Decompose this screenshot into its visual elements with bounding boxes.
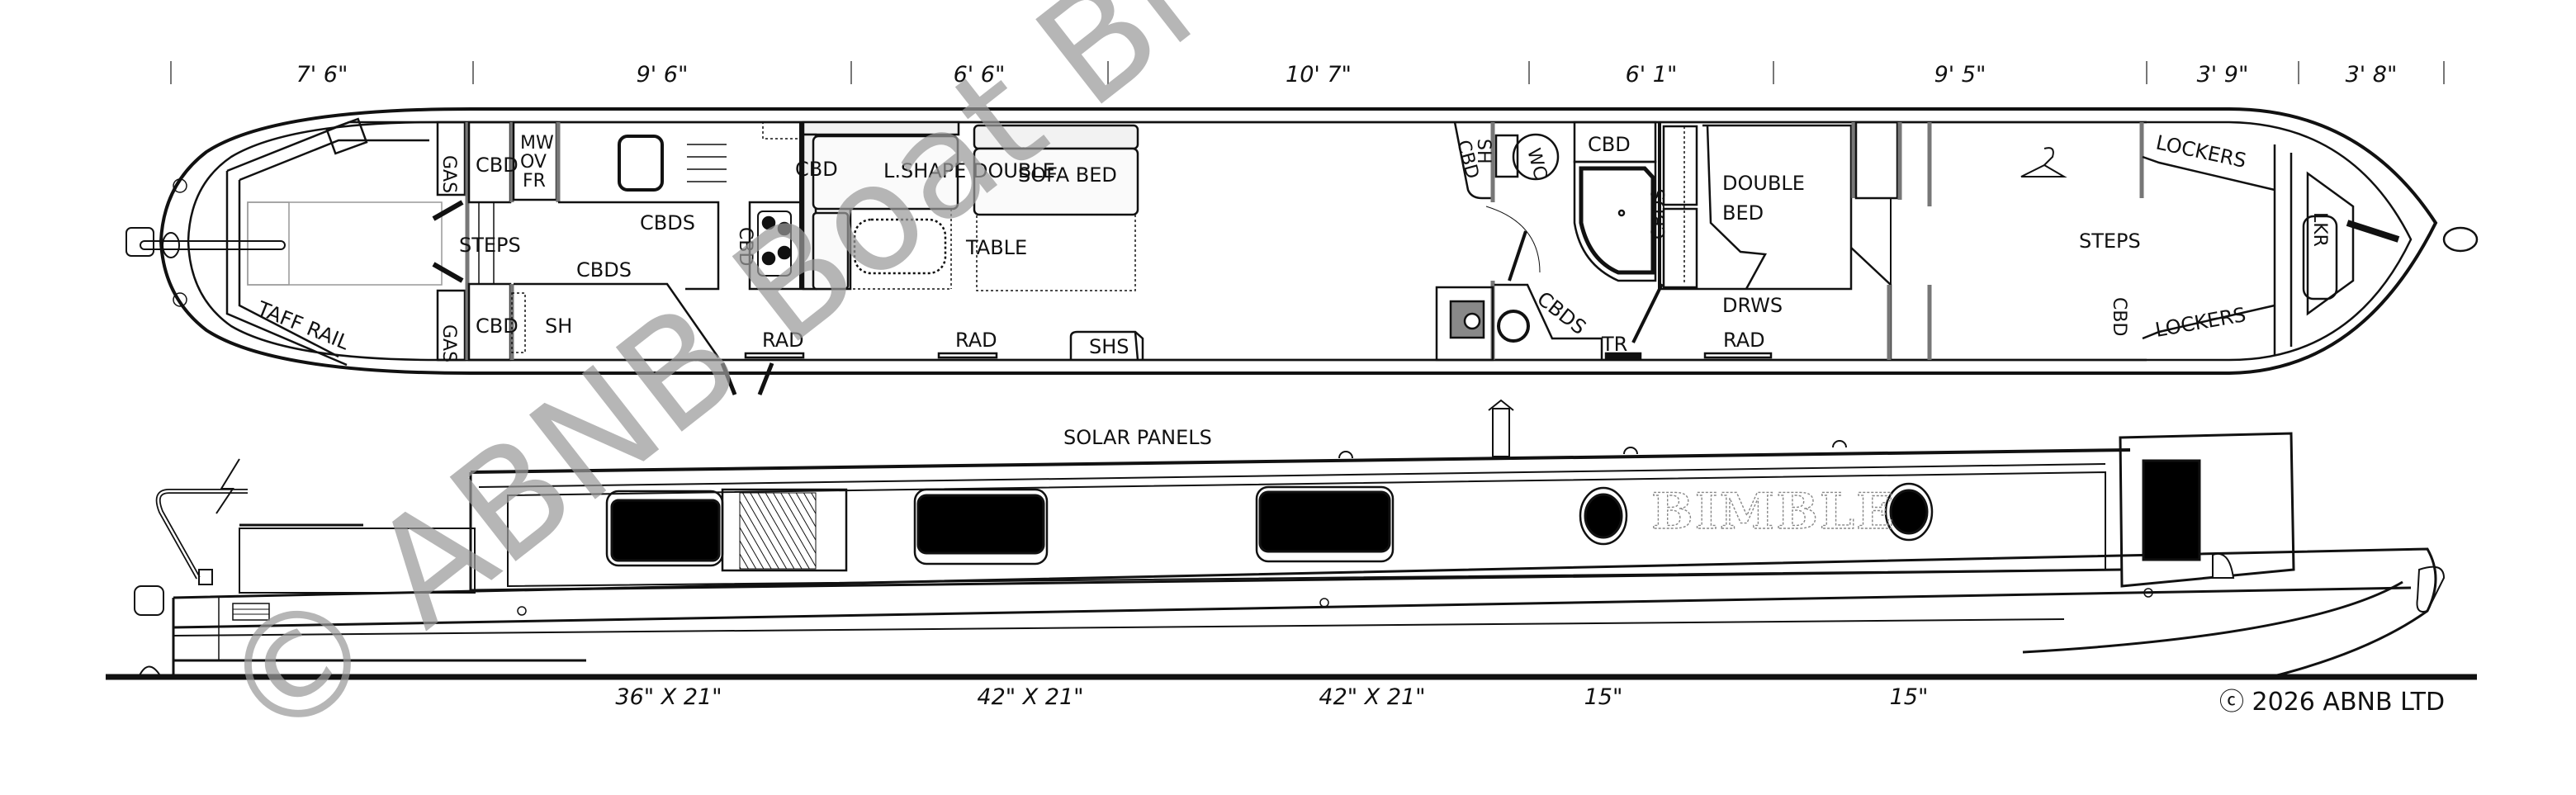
stern-deck [125, 117, 464, 367]
watermark: © ABNB Boat Brokerage [188, 0, 1704, 778]
label-double-bed: BED [1722, 201, 1764, 225]
label-cbd: CBD [1588, 133, 1631, 156]
boat-name: BIMBLE [1651, 483, 1896, 541]
label-cbds: CBDS [640, 211, 695, 234]
label-radiator: RAD [1723, 329, 1765, 352]
window-size-label: 42" X 21" [1319, 684, 1425, 710]
dimension-labels: 7' 6" 9' 6" 6' 6" 10' 7" 6' 1" 9' 5" 3' … [296, 62, 2398, 88]
plan-labels: TAFF RAIL GAS GAS CBD CBD MW OV FR STEPS… [253, 130, 2330, 362]
dimension-label: 10' 7" [1286, 62, 1352, 88]
label-towel-rail: TR [1601, 333, 1627, 356]
label-cbd: CBD [2109, 297, 2129, 336]
label-radiator: RAD [762, 329, 804, 352]
label-lockers: LOCKERS [2154, 130, 2248, 172]
saloon-furniture [720, 121, 1773, 395]
window-size-label: 36" X 21" [615, 684, 722, 710]
elevation-labels: SOLAR PANELS [1063, 426, 1212, 449]
window-size-label: 42" X 21" [977, 684, 1083, 710]
label-solar-panels: SOLAR PANELS [1063, 426, 1212, 449]
label-gas: GAS [438, 324, 459, 362]
dimension-label: 6' 1" [1626, 62, 1678, 88]
label-shs: SHS [1089, 335, 1129, 358]
label-cbd: CBD [476, 315, 519, 338]
label-microwave: MW [520, 133, 554, 154]
label-shelves: SH [545, 315, 572, 338]
label-shelves: SH [1473, 139, 1494, 164]
dimension-label: 3' 8" [2346, 62, 2398, 88]
bow-area [2139, 122, 2479, 355]
label-steps: STEPS [459, 234, 521, 257]
label-wc: WC [1522, 146, 1551, 181]
window-size-labels: 36" X 21" 42" X 21" 42" X 21" 15" 15" [615, 684, 1928, 710]
label-cbds: CBDS [576, 258, 632, 282]
label-sofa-bed: SOFA BED [1018, 163, 1117, 187]
dimension-label: 6' 6" [954, 62, 1006, 88]
label-steps: STEPS [2079, 230, 2141, 253]
bathroom [1435, 121, 1664, 362]
label-cbds: CBDS [1649, 189, 1669, 239]
label-cbd: CBD [795, 158, 838, 181]
label-cbd: CBD [476, 154, 519, 177]
label-double-bed: DOUBLE [1722, 172, 1805, 195]
label-lockers: LOCKERS [2153, 303, 2247, 342]
label-drawers: DRWS [1722, 294, 1783, 317]
side-elevation [106, 399, 2477, 680]
label-table: TABLE [965, 236, 1027, 259]
label-gas: GAS [438, 155, 459, 193]
dimension-label: 7' 6" [296, 62, 348, 88]
dimension-label: 3' 9" [2197, 62, 2249, 88]
window-size-label: 15" [1584, 684, 1623, 710]
label-l-shape-double: L.SHAPE DOUBLE [883, 159, 1055, 182]
bedroom [1658, 121, 2067, 360]
dimension-label: 9' 5" [1934, 62, 1986, 88]
label-cbd: CBD [735, 227, 755, 266]
label-fridge: FR [523, 171, 546, 192]
window-size-label: 15" [1890, 684, 1929, 710]
copyright-notice: ⓒ 2026 ABNB LTD [2219, 688, 2445, 717]
label-locker: LKR [2309, 212, 2330, 247]
label-radiator: RAD [955, 329, 997, 352]
stern-cabinets [436, 121, 852, 362]
dimension-row [170, 61, 2445, 84]
label-oven: OV [520, 152, 547, 173]
dimension-label: 9' 6" [637, 62, 689, 88]
